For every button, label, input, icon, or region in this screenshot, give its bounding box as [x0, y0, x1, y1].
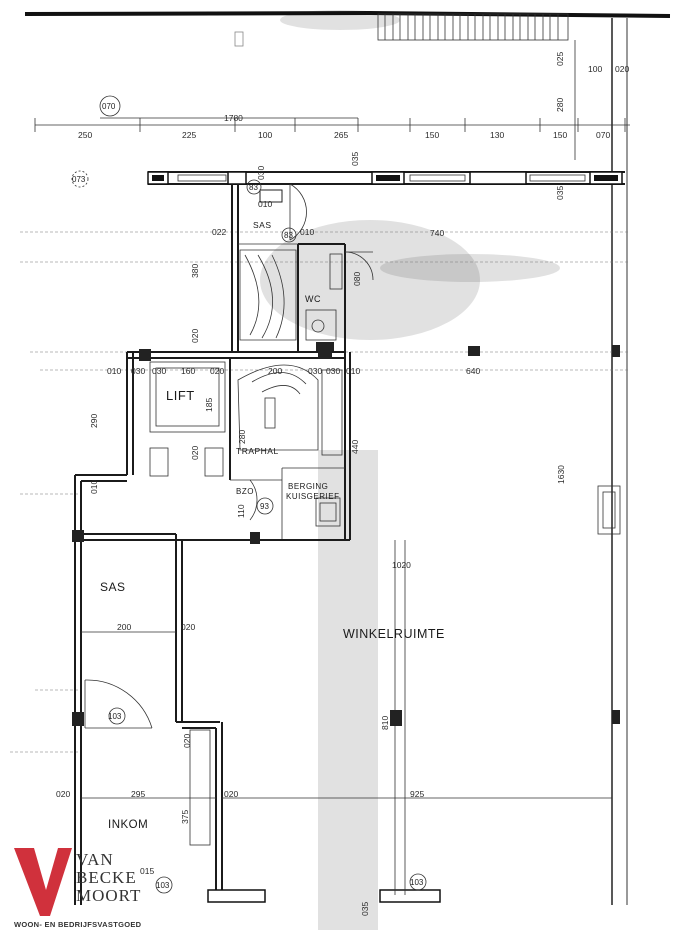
top-facade — [147, 171, 625, 185]
dim-core-020: 020 — [210, 366, 224, 376]
lower-dimensions: 200 020 1020 810 020 295 020 925 020 375… — [56, 560, 612, 916]
dim-rt-035: 035 — [555, 186, 565, 200]
room-label-wc: WC — [305, 294, 321, 304]
dim-shop-925: 925 — [410, 789, 424, 799]
dim-sas-200: 200 — [117, 622, 131, 632]
dim-1630: 1630 — [556, 465, 566, 484]
top-dimensions: 1780 250 225 100 265 150 130 150 070 — [78, 113, 610, 140]
dim-core-160: 160 — [181, 366, 195, 376]
dim-top-1: 225 — [182, 130, 196, 140]
dim-080: 080 — [352, 272, 362, 286]
dim-810: 810 — [380, 716, 390, 730]
top-edge — [24, 10, 671, 18]
dim-020-inkom: 020 — [182, 734, 192, 748]
top-right-structure — [234, 13, 569, 47]
tag-markers: 070 073 83 83 93 103 103 103 — [71, 95, 427, 894]
dim-440: 440 — [350, 440, 360, 454]
dim-top-0: 250 — [78, 130, 92, 140]
dim-022: 022 — [212, 227, 226, 237]
dim-280: 280 — [237, 430, 247, 444]
dim-rt-020: 020 — [615, 64, 629, 74]
room-label-winkelruimte: WINKELRUIMTE — [343, 627, 445, 641]
logo: VAN BECKE MOORT WOON- EN BEDRIJFSVASTGOE… — [14, 848, 142, 929]
dim-core-030c: 030 — [308, 366, 322, 376]
dim-inkom-020: 020 — [224, 789, 238, 799]
right-boundary — [574, 18, 628, 905]
dim-left-020: 020 — [56, 789, 70, 799]
lift-stair-block — [126, 349, 351, 540]
top-dimension-line — [34, 117, 630, 132]
dim-core-030b: 030 — [152, 366, 166, 376]
core-block — [231, 183, 374, 352]
tag-070: 070 — [102, 102, 116, 111]
dim-top-4: 150 — [425, 130, 439, 140]
dim-rt-100: 100 — [588, 64, 602, 74]
dim-top-6: 150 — [553, 130, 567, 140]
dim-top-3: 265 — [334, 130, 348, 140]
dim-375: 375 — [180, 810, 190, 824]
dim-shop-640: 640 — [466, 366, 480, 376]
dim-core-030: 030 — [131, 366, 145, 376]
dim-rt-025: 025 — [555, 52, 565, 66]
logo-line2: BECKE — [76, 868, 137, 887]
room-label-sas-entrance: SAS — [100, 580, 126, 594]
dim-035-bottom: 035 — [360, 902, 370, 916]
dim-rt-280: 280 — [555, 98, 565, 112]
dim-top-5: 130 — [490, 130, 504, 140]
dim-290: 290 — [89, 414, 99, 428]
dim-core-030d: 030 — [326, 366, 340, 376]
tag-103-a: 103 — [108, 712, 122, 721]
dim-030-sas: 030 — [256, 166, 266, 180]
room-label-bzo: BZO — [236, 487, 254, 496]
dim-010-sas: 010 — [300, 227, 314, 237]
dim-185: 185 — [204, 398, 214, 412]
dim-010-left: 010 — [89, 480, 99, 494]
tag-83-a: 83 — [249, 183, 258, 192]
tag-073: 073 — [72, 175, 86, 184]
room-label-berging: BERGING — [288, 482, 328, 491]
room-label-kuisgerief: KUISGERIEF — [286, 492, 339, 501]
core-dimensions: 010 030 160 030 020 200 030 030 010 640 … — [89, 152, 566, 518]
tag-93: 93 — [260, 502, 269, 511]
dim-380: 380 — [190, 264, 200, 278]
tag-103-b: 103 — [156, 881, 170, 890]
dim-inkom-295: 295 — [131, 789, 145, 799]
room-label-inkom: INKOM — [108, 819, 148, 831]
dim-020-b: 020 — [190, 446, 200, 460]
logo-line1: VAN — [76, 850, 114, 869]
dim-overall-width: 1780 — [224, 113, 243, 123]
dim-top-2: 100 — [258, 130, 272, 140]
room-label-lift: LIFT — [166, 388, 195, 403]
dim-010-sas2: 010 — [258, 199, 272, 209]
room-label-traphal: TRAPHAL — [236, 446, 279, 456]
room-label-sas-top: SAS — [253, 220, 272, 230]
dim-core-010b: 010 — [346, 366, 360, 376]
left-outline — [72, 345, 620, 905]
logo-tagline: WOON- EN BEDRIJFSVASTGOED — [14, 920, 142, 929]
dim-110: 110 — [236, 504, 246, 518]
logo-line3: MOORT — [76, 886, 141, 905]
dim-020-a: 020 — [190, 329, 200, 343]
dim-sas-020: 020 — [181, 622, 195, 632]
dim-core-200: 200 — [268, 366, 282, 376]
right-top-dimensions: 025 100 020 280 035 — [555, 52, 629, 200]
dim-015: 015 — [140, 866, 154, 876]
tag-103-c: 103 — [410, 878, 424, 887]
dim-1020: 1020 — [392, 560, 411, 570]
logo-v-mark — [14, 848, 72, 916]
dim-740: 740 — [430, 228, 444, 238]
dim-035-top: 035 — [350, 152, 360, 166]
dim-top-7: 070 — [596, 130, 610, 140]
dim-core-010: 010 — [107, 366, 121, 376]
tag-83-b: 83 — [284, 231, 293, 240]
